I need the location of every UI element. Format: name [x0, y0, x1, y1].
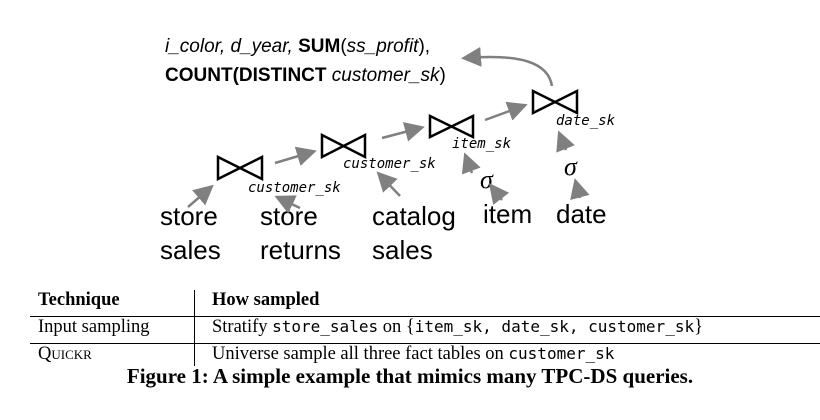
table-store-returns-line-1: store: [260, 201, 318, 231]
join-key-label: customer_sk: [248, 180, 341, 196]
arrow-join1-to-join2: [274, 146, 317, 166]
row-how-sampled: Universe sample all three fact tables on…: [212, 344, 614, 365]
count-argument: customer_sk: [331, 65, 440, 86]
arrow-store-sales-to-join1: [187, 184, 214, 208]
arrow-item-to-sigma: [488, 183, 510, 205]
row-how-sampled: Stratify store_sales on {item_sk, date_s…: [212, 317, 703, 338]
count-keyword: COUNT: [165, 65, 233, 86]
text-segment: }: [694, 317, 703, 337]
text-segment: Stratify: [212, 317, 273, 337]
distinct-keyword: (DISTINCT: [232, 65, 332, 86]
text-segment: Universe sample all three fact tables on: [212, 344, 509, 364]
dataflow-arrows: [187, 46, 590, 214]
selection-sigma: σ: [564, 152, 578, 181]
count-close: ): [439, 65, 446, 86]
figure-caption: Figure 1: A simple example that mimics m…: [126, 364, 694, 388]
aggregation-line-1: i_color, d_year, SUM(ss_profit),: [165, 32, 446, 61]
arrow-date-to-sigma: [570, 178, 590, 201]
table-row: Quickr Universe sample all three fact ta…: [30, 344, 820, 370]
arrow-join4-to-aggregation: [461, 46, 554, 87]
sum-argument-close: ),: [418, 36, 431, 57]
table-date: date: [556, 199, 607, 229]
technique-table: Technique How sampled Input sampling Str…: [30, 290, 820, 368]
arrow-join3-to-join4: [484, 101, 528, 122]
table-catalog-sales-line-2: sales: [372, 235, 433, 265]
aggregation-expression: i_color, d_year, SUM(ss_profit), COUNT(D…: [165, 32, 446, 90]
arrow-catalog-sales-to-join2: [376, 171, 401, 197]
code-segment: item_sk, date_sk, customer_sk: [414, 317, 695, 336]
arrow-sigma-to-join3: [461, 152, 481, 175]
row-technique: Input sampling: [38, 317, 150, 337]
join-icon-1: [216, 154, 264, 182]
row-technique: Quickr: [38, 344, 92, 364]
code-segment: store_sales: [272, 317, 379, 336]
arrow-join2-to-join3: [381, 122, 425, 142]
table-row: Input sampling Stratify store_sales on {…: [30, 317, 820, 343]
sum-argument-open: (: [340, 36, 347, 57]
row-divider: [30, 343, 820, 344]
selection-sigma: σ: [480, 165, 494, 194]
join-key-label: date_sk: [556, 113, 616, 129]
header-how-sampled: How sampled: [212, 290, 320, 310]
join-key-label: customer_sk: [343, 156, 436, 172]
header-technique: Technique: [38, 290, 120, 310]
sum-keyword: SUM: [298, 36, 341, 57]
table-header-row: Technique How sampled: [30, 290, 820, 316]
header-divider: [30, 316, 820, 317]
code-segment: customer_sk: [508, 344, 615, 363]
group-by-columns: i_color, d_year,: [165, 36, 299, 57]
arrow-sigma-to-join4: [556, 130, 575, 153]
aggregation-line-2: COUNT(DISTINCT customer_sk): [165, 61, 446, 90]
join-key-label: item_sk: [452, 136, 512, 152]
query-plan-diagram: customer_sk customer_sk item_sk date_sk …: [160, 46, 616, 265]
table-item: item: [483, 199, 532, 229]
text-segment: on {: [378, 317, 415, 337]
join-icon-3: [428, 113, 475, 140]
join-icon-4: [531, 88, 579, 116]
table-catalog-sales-line-1: catalog: [372, 201, 456, 231]
table-store-sales-line-2: sales: [160, 235, 221, 265]
arrow-store-returns-to-join1: [274, 195, 301, 214]
table-store-returns-line-2: returns: [260, 235, 341, 265]
sum-argument: ss_profit: [346, 36, 419, 57]
join-icon-2: [320, 132, 367, 160]
column-divider: [194, 290, 195, 366]
